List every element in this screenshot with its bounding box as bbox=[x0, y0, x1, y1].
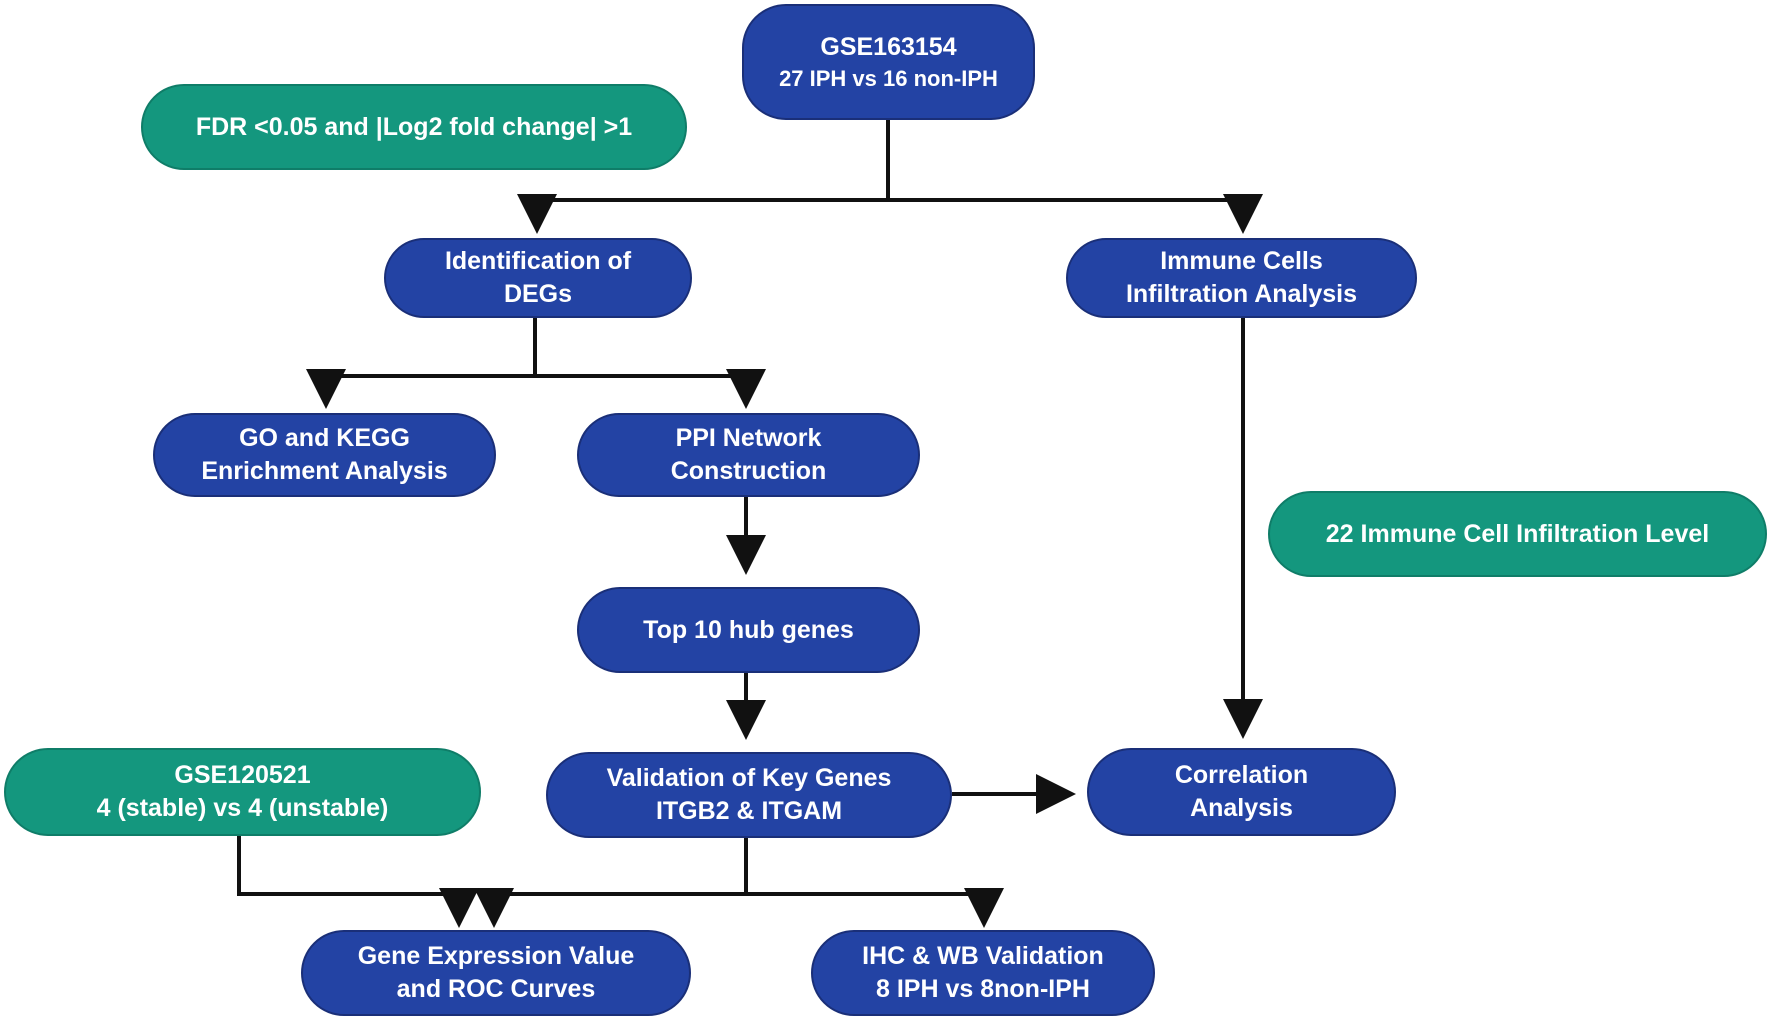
node-gse120521-title: GSE120521 bbox=[174, 761, 311, 789]
node-correlation-analysis-line1: Correlation bbox=[1174, 761, 1309, 789]
node-ihc-wb-validation-line2: 8 IPH vs 8non-IPH bbox=[876, 975, 1090, 1003]
node-gse120521: GSE120521 4 (stable) vs 4 (unstable) bbox=[4, 748, 481, 836]
node-gse163154: GSE163154 27 IPH vs 16 non-IPH bbox=[742, 4, 1035, 120]
node-gse163154-subtitle: 27 IPH vs 16 non-IPH bbox=[779, 65, 998, 91]
node-gse163154-title: GSE163154 bbox=[820, 32, 957, 61]
node-identification-degs-line1: Identification of bbox=[444, 247, 632, 275]
node-top10-hub-genes: Top 10 hub genes bbox=[577, 587, 920, 673]
node-go-kegg: GO and KEGG Enrichment Analysis bbox=[153, 413, 496, 497]
node-validation-key-genes-line1: Validation of Key Genes bbox=[606, 764, 892, 792]
node-top10-hub-genes-label: Top 10 hub genes bbox=[643, 615, 854, 644]
node-gene-expression-roc-line1: Gene Expression Value bbox=[357, 942, 635, 970]
node-gene-expression-roc: Gene Expression Value and ROC Curves bbox=[301, 930, 691, 1016]
node-go-kegg-line2: Enrichment Analysis bbox=[201, 457, 448, 485]
node-ppi-network-line2: Construction bbox=[670, 457, 827, 485]
node-immune-infiltration: Immune Cells Infiltration Analysis bbox=[1066, 238, 1417, 318]
node-fdr-criteria: FDR <0.05 and |Log2 fold change| >1 bbox=[141, 84, 687, 170]
node-ihc-wb-validation: IHC & WB Validation 8 IPH vs 8non-IPH bbox=[811, 930, 1155, 1016]
node-fdr-criteria-label: FDR <0.05 and |Log2 fold change| >1 bbox=[195, 112, 633, 141]
node-immune-infiltration-line2: Infiltration Analysis bbox=[1125, 280, 1358, 308]
node-correlation-analysis: Correlation Analysis bbox=[1087, 748, 1396, 836]
node-ppi-network: PPI Network Construction bbox=[577, 413, 920, 497]
node-ihc-wb-validation-line1: IHC & WB Validation bbox=[862, 942, 1104, 970]
node-go-kegg-line1: GO and KEGG bbox=[239, 424, 410, 452]
node-gene-expression-roc-line2: and ROC Curves bbox=[396, 975, 596, 1003]
node-identification-degs-line2: DEGs bbox=[503, 280, 573, 308]
node-immune-infiltration-line1: Immune Cells bbox=[1160, 247, 1323, 275]
node-22-immune-level-label: 22 Immune Cell Infiltration Level bbox=[1325, 519, 1710, 548]
node-validation-key-genes: Validation of Key Genes ITGB2 & ITGAM bbox=[546, 752, 952, 838]
node-gse120521-subtitle: 4 (stable) vs 4 (unstable) bbox=[96, 794, 389, 822]
node-22-immune-level: 22 Immune Cell Infiltration Level bbox=[1268, 491, 1767, 577]
node-ppi-network-line1: PPI Network bbox=[675, 424, 822, 452]
node-validation-key-genes-line2: ITGB2 & ITGAM bbox=[655, 797, 843, 825]
node-correlation-analysis-line2: Analysis bbox=[1190, 794, 1293, 822]
node-identification-degs: Identification of DEGs bbox=[384, 238, 692, 318]
connector-gse120521-path bbox=[237, 836, 459, 896]
